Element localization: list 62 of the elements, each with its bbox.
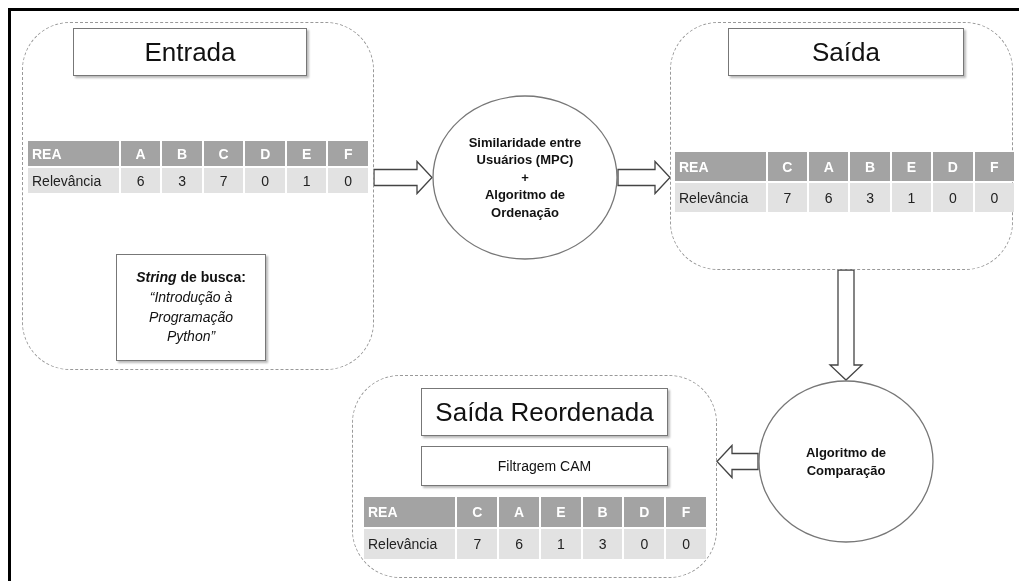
block-arrow [828,269,864,381]
table-cell: 0 [245,168,285,193]
table-cell: Relevância [28,168,119,193]
dashed-group-box [670,22,1013,270]
table-header-cell: D [245,141,285,166]
block-arrow [373,159,433,196]
table-cell: Relevância [675,183,766,212]
table-cell: 0 [328,168,368,193]
table-cell: 6 [120,168,161,193]
table-header-cell: A [809,152,849,181]
table-header-cell: B [162,141,202,166]
table-header-cell: REA [364,497,456,527]
table-header-cell: F [974,152,1014,181]
label-box: Filtragem CAM [421,446,668,486]
table-header-cell: B [850,152,890,181]
process-circle [432,95,618,260]
process-circle [758,380,934,543]
note-heading: String de busca: [136,268,246,288]
table-header-cell: REA [28,141,119,166]
table-header-cell: F [328,141,368,166]
search-string-box [116,254,266,361]
table-cell: 0 [624,529,665,559]
table-cell: 7 [457,529,498,559]
title-box: Entrada [73,28,307,76]
table-header-cell: A [499,497,539,527]
table-cell: 3 [850,183,890,212]
title-box: Saída Reordenada [421,388,668,436]
table-cell: 0 [933,183,973,212]
table-cell: 7 [767,183,807,212]
table-header-cell: D [933,152,973,181]
circle-text: Algoritmo de Ordenação [483,186,567,222]
table-header-cell: A [120,141,161,166]
table-header-cell: B [582,497,623,527]
table-cell: 1 [286,168,327,193]
note-text: “Introdução à Programação Python” [147,287,234,347]
table-cell: Relevância [364,529,456,559]
table-header-cell: F [666,497,706,527]
dashed-group-box [22,22,374,370]
table-header-cell: D [624,497,665,527]
circle-text: Algoritmo de Comparação [804,443,888,480]
table-cell: 7 [203,168,244,193]
table-cell: 6 [809,183,849,212]
table-cell: 0 [974,183,1014,212]
table-cell: 1 [540,529,581,559]
table-header-cell: C [457,497,498,527]
table-header-cell: E [286,141,327,166]
table-cell: 6 [499,529,539,559]
table-header-cell: C [767,152,807,181]
table-cell: 3 [162,168,202,193]
circle-text: + [521,168,529,187]
table-header-cell: REA [675,152,766,181]
block-arrow [617,159,671,196]
dashed-group-box [352,375,717,578]
table-header-cell: C [203,141,244,166]
table-cell: 3 [582,529,623,559]
block-arrow [716,443,759,480]
title-box: Saída [728,28,964,76]
table-header-cell: E [540,497,581,527]
table-cell: 0 [666,529,706,559]
circle-text: Similaridade entre Usuários (MPC) [467,133,583,169]
table-cell: 1 [891,183,932,212]
table-header-cell: E [891,152,932,181]
